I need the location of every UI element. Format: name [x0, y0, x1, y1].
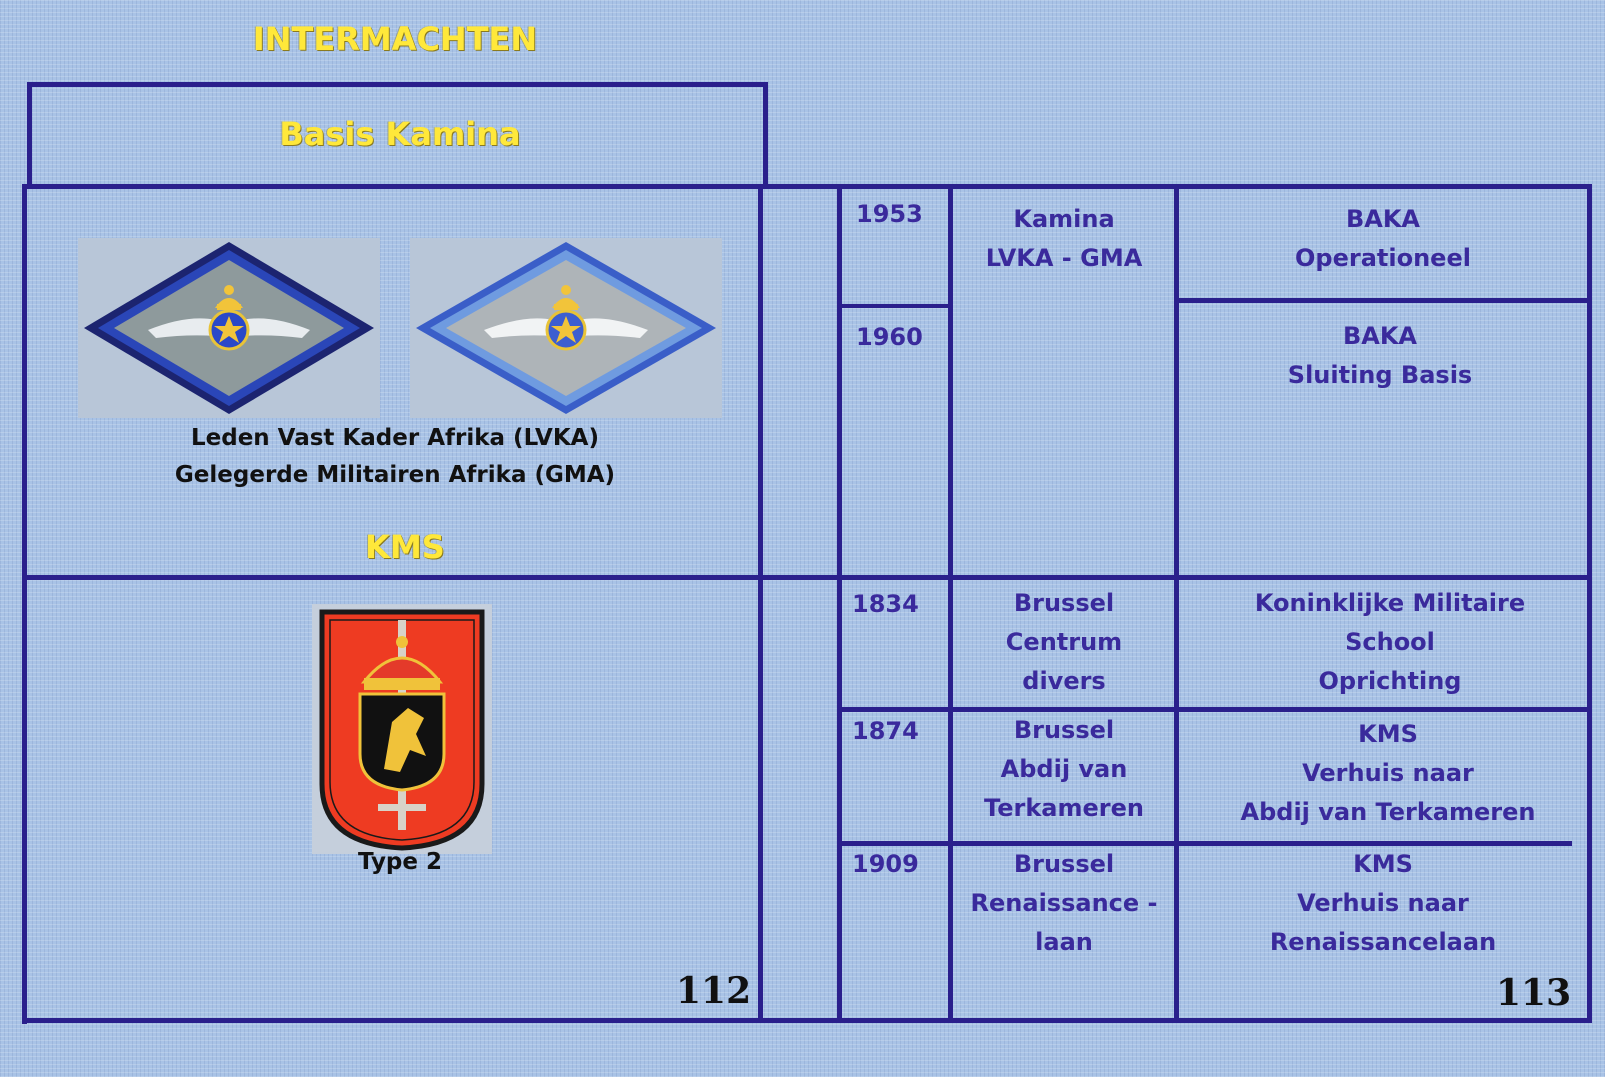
- year-cell: 1953: [856, 200, 923, 228]
- location-cell: Brussel Centrum divers: [1005, 589, 1123, 695]
- kamina-patch-caption: Leden Vast Kader Afrika (LVKA) Gelegerde…: [174, 425, 616, 488]
- event-cell: Koninklijke Militaire School Oprichting: [1254, 589, 1526, 695]
- year-cell: 1834: [852, 590, 919, 618]
- year-cell: 1874: [852, 717, 919, 745]
- section-title: INTERMACHTEN: [252, 20, 538, 58]
- kamina-patch-lvka: [78, 238, 380, 418]
- event-cell: BAKA Operationeel: [1295, 205, 1471, 272]
- kms-patch-type-2: [312, 604, 492, 854]
- year-cell: 1909: [852, 850, 919, 878]
- page-number-right: 113: [1496, 972, 1572, 1014]
- location-cell: Brussel Renaissance - laan: [970, 850, 1158, 956]
- location-cell: Kamina LVKA - GMA: [985, 205, 1143, 272]
- event-cell: BAKA Sluiting Basis: [1287, 322, 1473, 389]
- event-cell: KMS Verhuis naar Abdij van Terkameren: [1240, 720, 1536, 826]
- year-cell: 1960: [856, 323, 923, 351]
- kamina-patch-gma: [410, 238, 722, 418]
- subsection-title: Basis Kamina: [279, 115, 521, 153]
- page-number-left: 112: [676, 970, 752, 1012]
- kms-title: KMS: [365, 528, 445, 566]
- kms-patch-caption: Type 2: [357, 849, 443, 875]
- location-cell: Brussel Abdij van Terkameren: [984, 716, 1144, 822]
- event-cell: KMS Verhuis naar Renaissancelaan: [1269, 850, 1497, 956]
